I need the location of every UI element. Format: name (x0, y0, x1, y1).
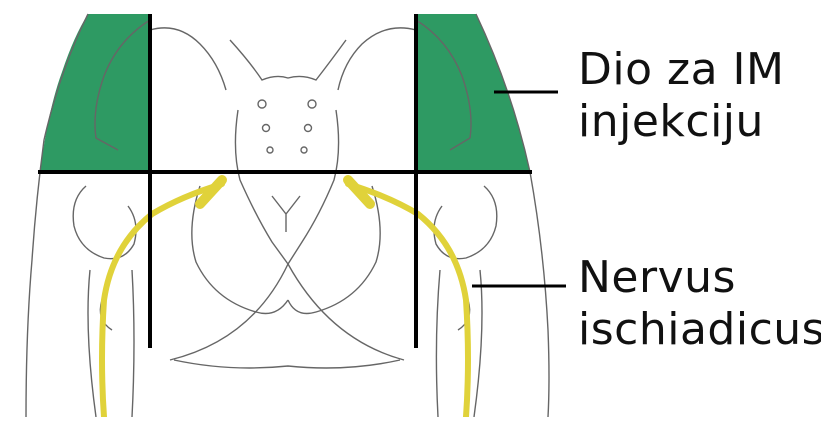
im-zone-label: Dio za IM injekciju (578, 44, 785, 148)
sciatic-nerve-right (348, 184, 468, 417)
nerve-label: Nervus ischiadicus (578, 252, 821, 356)
sciatic-nerve-left (102, 184, 222, 417)
im-zone-label-line1: Dio za IM (578, 44, 785, 96)
sciatic-nerve (102, 180, 468, 417)
nerve-label-line1: Nervus (578, 252, 821, 304)
im-zone-label-line2: injekciju (578, 96, 785, 148)
nerve-label-line2: ischiadicus (578, 304, 821, 356)
